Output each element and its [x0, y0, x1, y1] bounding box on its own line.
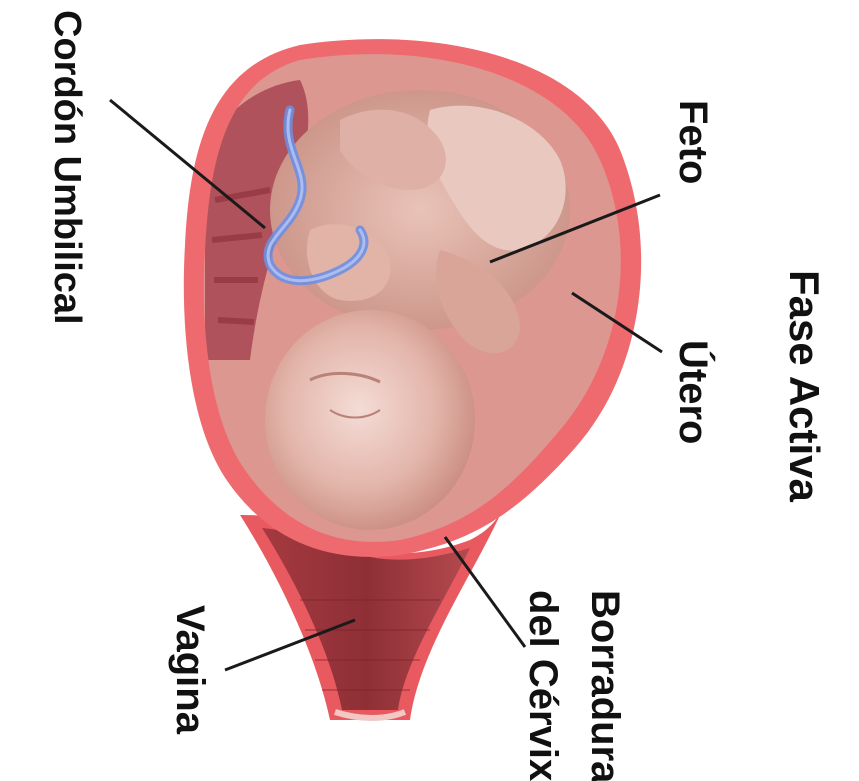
feto-label: Feto: [671, 100, 715, 184]
vagina-label: Vagina: [168, 605, 212, 735]
diagram-title: Fase Activa: [781, 270, 828, 503]
womb-interior: [190, 40, 630, 560]
borradura-label-line2: del Cérvix: [521, 590, 565, 781]
cordon-label: Cordón Umbilical: [46, 10, 88, 325]
utero-label: Útero: [671, 340, 717, 444]
borradura-label-line1: Borradura: [583, 590, 627, 781]
